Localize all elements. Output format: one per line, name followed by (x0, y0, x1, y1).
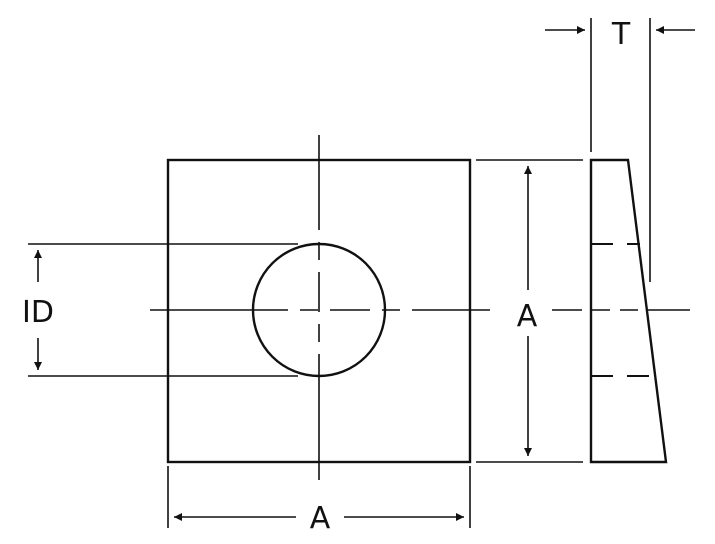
id-label: ID (22, 295, 54, 330)
thickness-dimension: T (545, 17, 695, 282)
height-label: A (517, 299, 538, 334)
width-dimension: A (167, 466, 471, 536)
id-dimension: ID (22, 243, 298, 377)
front-view (150, 135, 490, 480)
bevel-profile (589, 158, 668, 464)
thickness-label: T (611, 17, 631, 52)
width-label: A (310, 501, 331, 536)
height-dimension: A (476, 159, 583, 463)
side-view (552, 158, 690, 464)
